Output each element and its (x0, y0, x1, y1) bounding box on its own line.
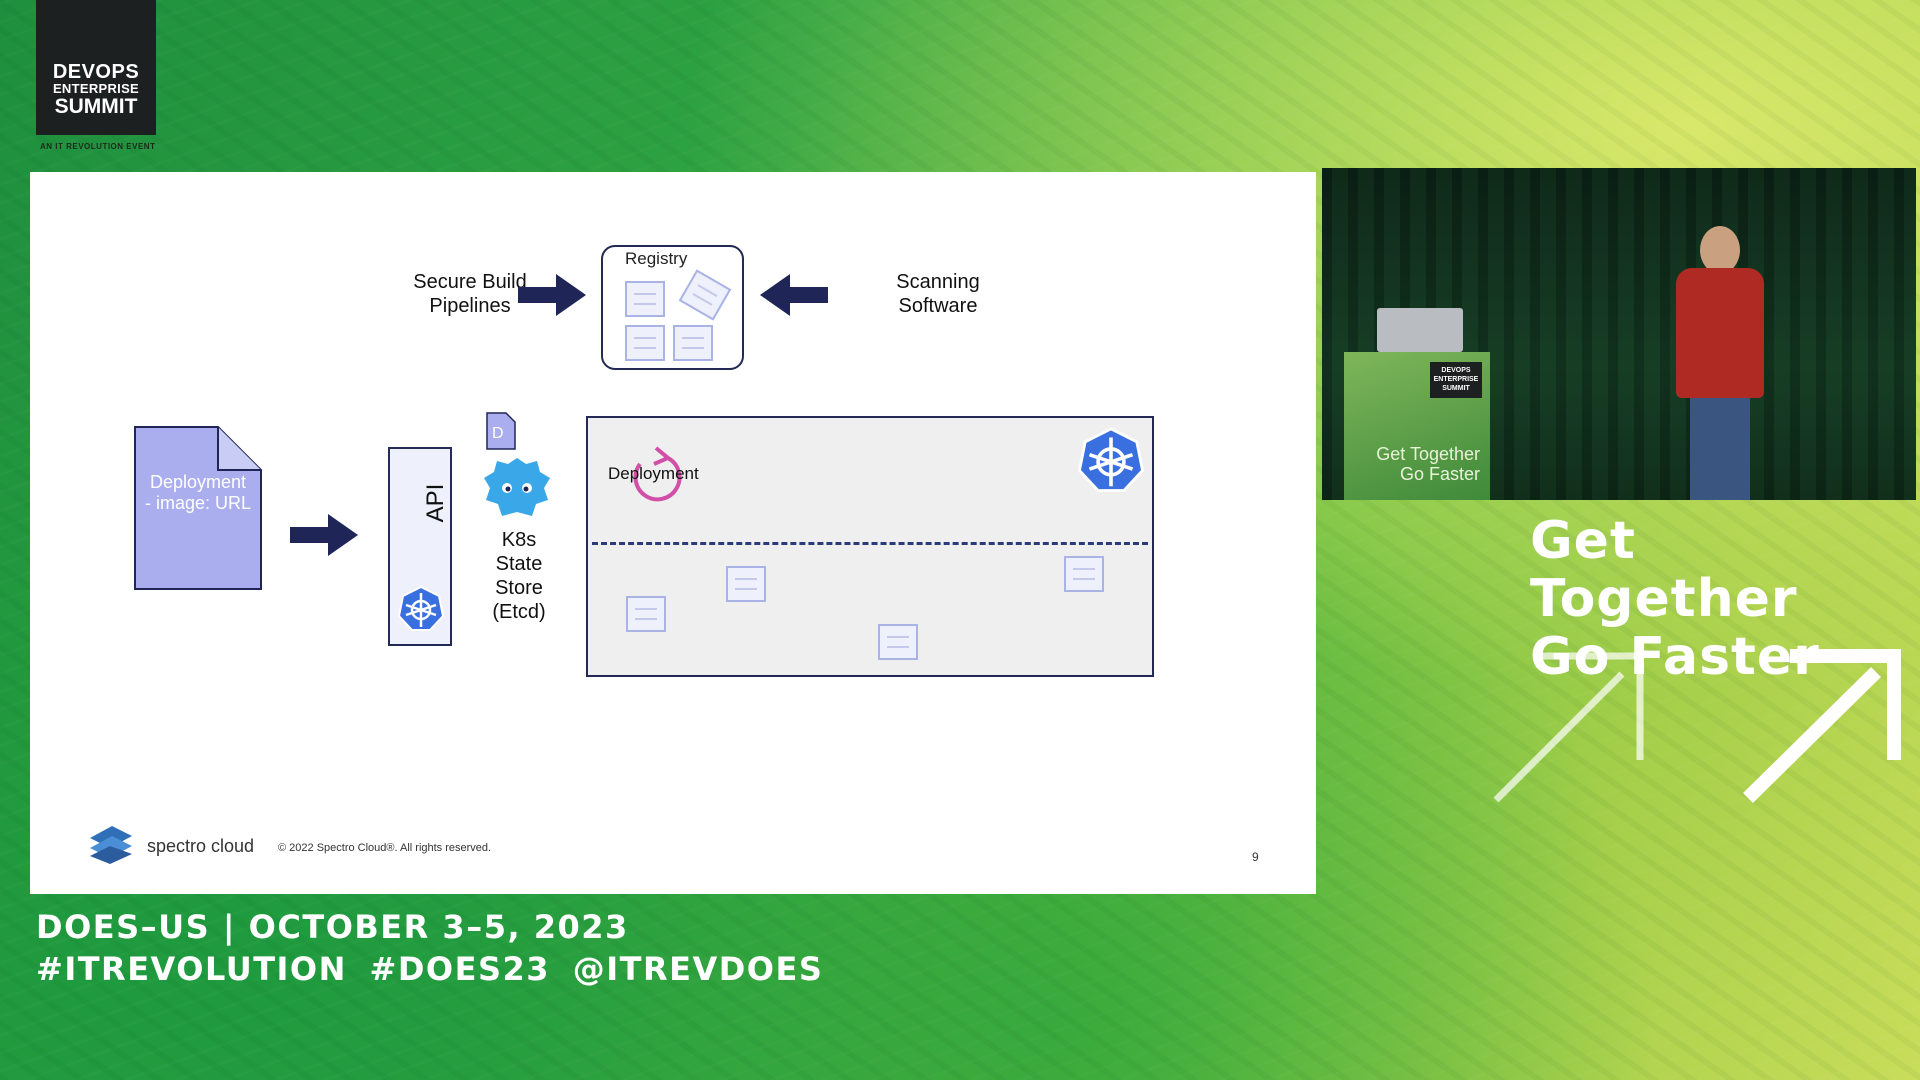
podium: DEVOPS ENTERPRISE SUMMIT Get Together Go… (1344, 352, 1490, 500)
kubernetes-icon (1078, 426, 1144, 492)
podium-logo: DEVOPS ENTERPRISE SUMMIT (1430, 362, 1482, 398)
state-store-line: State (474, 552, 564, 576)
laptop (1377, 308, 1463, 352)
logo-line-summit: SUMMIT (36, 96, 156, 118)
speaker-jacket (1676, 268, 1764, 398)
copyright-text: © 2022 Spectro Cloud®. All rights reserv… (278, 842, 491, 854)
registry-box: Registry (601, 245, 744, 370)
kubernetes-icon (398, 585, 444, 631)
deployment-doc-line2: - image: URL (134, 493, 262, 514)
arrow-right-icon (288, 512, 360, 558)
speaker-head (1700, 226, 1740, 274)
speaker-video: DEVOPS ENTERPRISE SUMMIT Get Together Go… (1322, 168, 1916, 500)
registry-image-icon (625, 325, 665, 361)
state-store-label: K8s State Store (Etcd) (474, 528, 564, 624)
podium-tagline-line: Go Faster (1354, 464, 1480, 484)
presentation-slide: Secure Build Pipelines Registry Scanning… (30, 172, 1316, 894)
document-icon: D (486, 412, 516, 450)
event-hashtags: #ITREVOLUTION #DOES23 @ITREVDOES (36, 950, 823, 988)
pod-icon (726, 566, 766, 602)
arrow-right-icon (516, 272, 588, 318)
api-server-box: API (388, 447, 452, 646)
podium-tagline: Get Together Go Faster (1354, 444, 1480, 484)
pod-icon (878, 624, 918, 660)
cluster-box: Deployment (586, 416, 1154, 677)
spectro-cloud-logo-icon (86, 824, 136, 866)
podium-logo-line: SUMMIT (1430, 384, 1482, 393)
speaker-jeans (1690, 398, 1750, 500)
deployment-document-text: Deployment - image: URL (134, 472, 262, 514)
state-store-line: Store (474, 576, 564, 600)
state-store-line: (Etcd) (474, 600, 564, 624)
api-label: API (422, 473, 450, 533)
podium-logo-line: ENTERPRISE (1430, 375, 1482, 384)
event-dates: DOES–US | OCTOBER 3–5, 2023 (36, 908, 629, 946)
vendor-name: spectro cloud (147, 836, 254, 857)
registry-image-icon (679, 269, 732, 320)
arrow-left-icon (758, 272, 830, 318)
registry-image-icon (673, 325, 713, 361)
slide-page-number: 9 (1252, 850, 1259, 864)
logo-subtitle: AN IT REVOLUTION EVENT (40, 142, 155, 151)
etcd-robot-icon (482, 456, 552, 520)
pod-icon (1064, 556, 1104, 592)
tagline-line1: Get Together (1530, 512, 1920, 628)
document-icon-letter: D (492, 425, 504, 442)
arrow-up-right-icon (1740, 646, 1904, 806)
deployment-doc-line1: Deployment (134, 472, 262, 493)
control-plane-divider (592, 542, 1148, 545)
deployment-label: Deployment (608, 464, 699, 484)
devops-summit-logo: DEVOPS ENTERPRISE SUMMIT (36, 0, 156, 135)
scanning-software-label: Scanning Software (838, 270, 1038, 318)
pod-icon (626, 596, 666, 632)
state-store-line: K8s (474, 528, 564, 552)
scanning-line1: Scanning (838, 270, 1038, 294)
scanning-line2: Software (838, 294, 1038, 318)
registry-image-icon (625, 281, 665, 317)
registry-label: Registry (625, 249, 687, 269)
logo-line-enterprise: ENTERPRISE (36, 82, 156, 96)
logo-line-devops: DEVOPS (36, 62, 156, 82)
arrow-up-right-icon (1490, 646, 1650, 806)
podium-logo-line: DEVOPS (1430, 366, 1482, 375)
podium-tagline-line: Get Together (1354, 444, 1480, 464)
